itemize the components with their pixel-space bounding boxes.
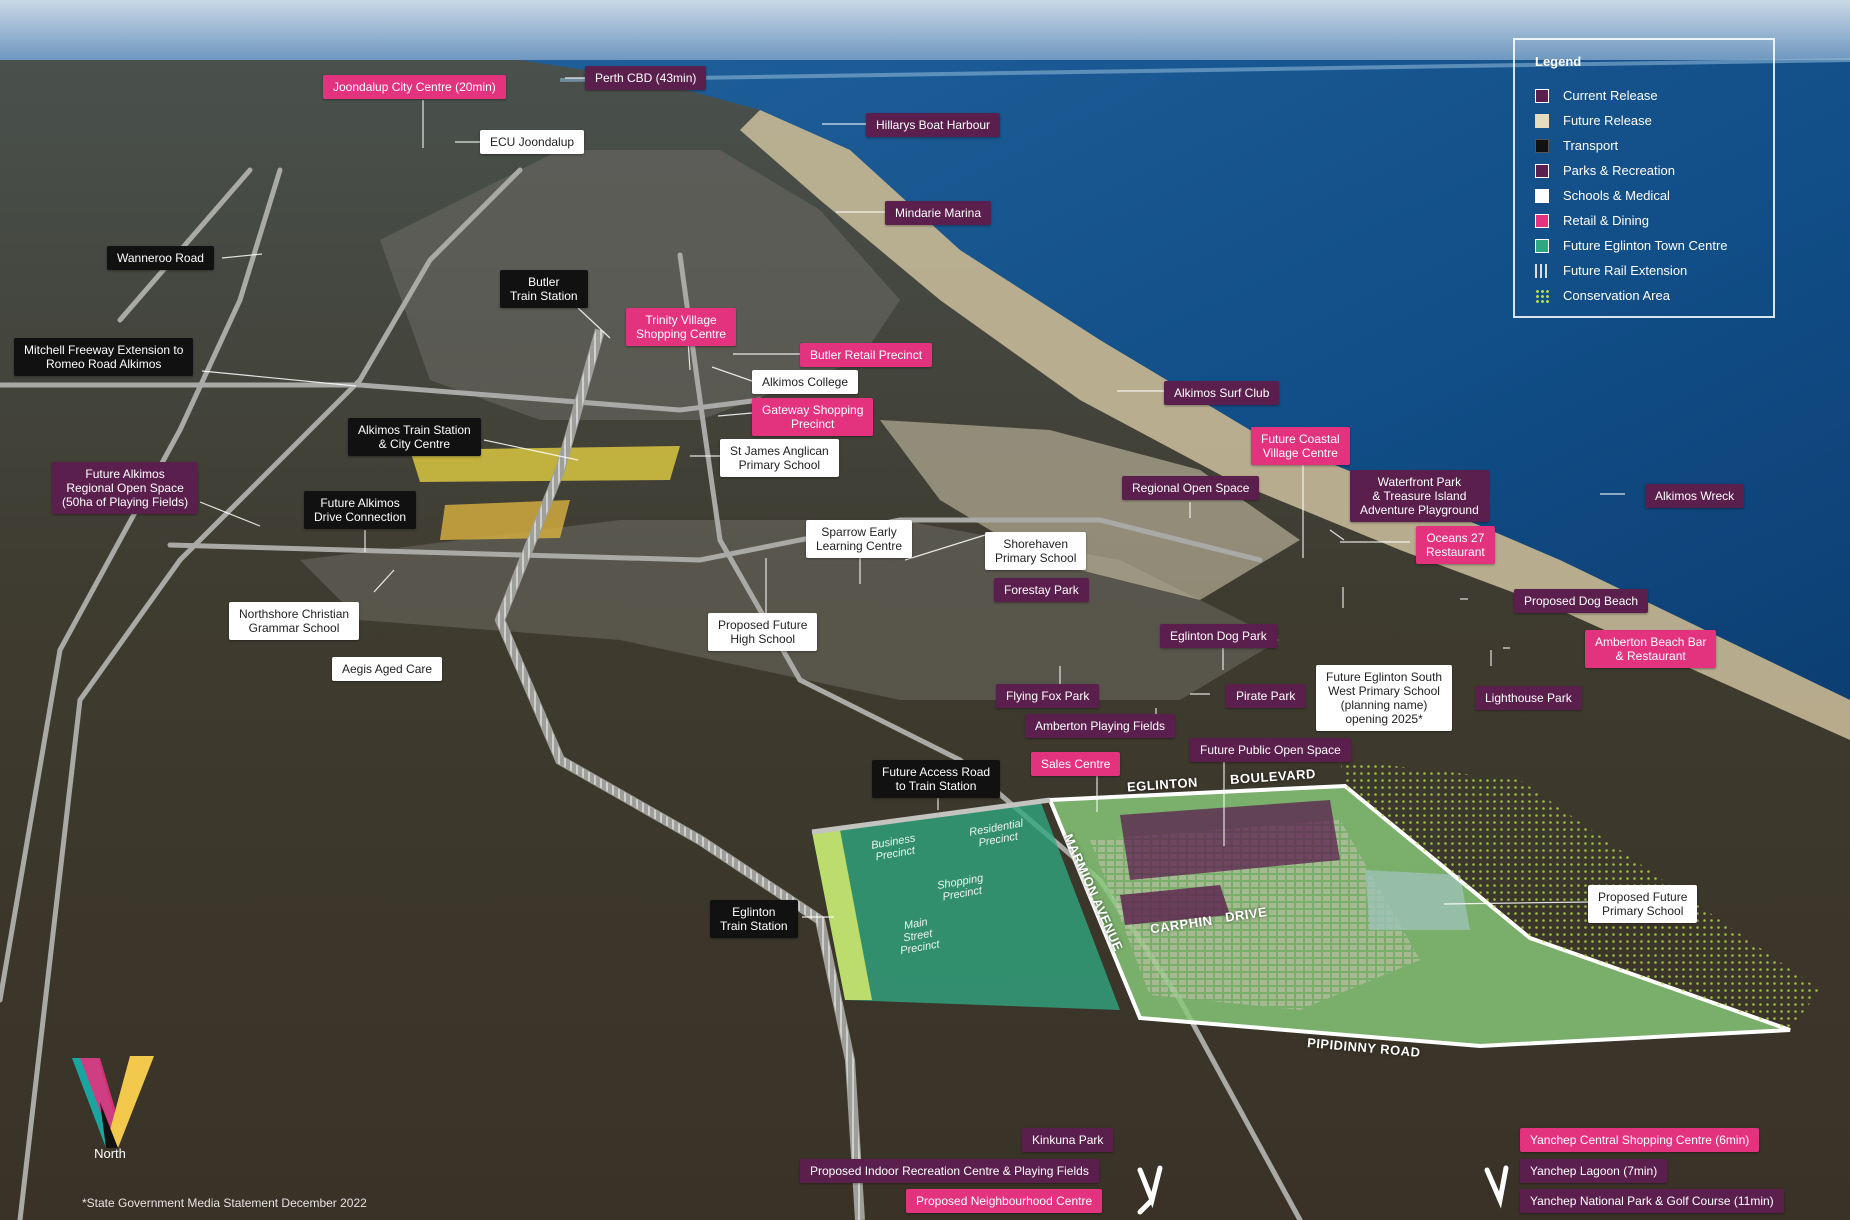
legend-swatch	[1535, 163, 1549, 178]
label-yanchep-central-shopping-centre: Yanchep Central Shopping Centre (6min)	[1520, 1128, 1760, 1152]
map-legend: Legend Current Release Future Release Tr…	[1513, 38, 1775, 318]
legend-item-current-release: Current Release	[1535, 83, 1773, 108]
label-wanneroo-road: Wanneroo Road	[107, 246, 214, 270]
label-eglinton-dog-park: Eglinton Dog Park	[1160, 624, 1277, 648]
brand-wordmark: North	[94, 1146, 126, 1161]
legend-swatch	[1535, 88, 1549, 103]
label-hillarys-boat-harbour: Hillarys Boat Harbour	[866, 113, 1001, 137]
label-perth-cbd: Perth CBD (43min)	[585, 66, 707, 90]
label-alkimos-wreck: Alkimos Wreck	[1645, 484, 1745, 508]
legend-item-parks-recreation: Parks & Recreation	[1535, 158, 1773, 183]
legend-item-future-release: Future Release	[1535, 108, 1773, 133]
rail-icon	[1535, 263, 1549, 278]
label-joondalup-city-centre: Joondalup City Centre (20min)	[323, 75, 506, 99]
label-kinkuna-park: Kinkuna Park	[1022, 1128, 1114, 1152]
label-mindarie-marina: Mindarie Marina	[885, 201, 992, 225]
legend-swatch	[1535, 138, 1549, 153]
legend-swatch	[1535, 113, 1549, 128]
legend-item-retail-dining: Retail & Dining	[1535, 208, 1773, 233]
label-amberton-playing-fields: Amberton Playing Fields	[1025, 714, 1176, 738]
legend-item-future-eglinton-town-centre: Future Eglinton Town Centre	[1535, 233, 1773, 258]
legend-title: Legend	[1535, 54, 1582, 69]
label-amberton-beach-bar: Amberton Beach Bar& Restaurant	[1585, 630, 1717, 668]
label-regional-open-space: Regional Open Space	[1122, 476, 1260, 500]
label-proposed-dog-beach: Proposed Dog Beach	[1514, 589, 1649, 613]
label-yanchep-lagoon: Yanchep Lagoon (7min)	[1520, 1159, 1668, 1183]
brand-logo-icon	[72, 1056, 154, 1148]
label-flying-fox-park: Flying Fox Park	[996, 684, 1100, 708]
label-proposed-neighbourhood-centre: Proposed Neighbourhood Centre	[906, 1189, 1103, 1213]
label-aegis-aged-care: Aegis Aged Care	[332, 657, 443, 681]
label-alkimos-college: Alkimos College	[752, 370, 859, 394]
label-proposed-indoor-recreation-centre: Proposed Indoor Recreation Centre & Play…	[800, 1159, 1099, 1183]
legend-swatch	[1535, 188, 1549, 203]
footnote: *State Government Media Statement Decemb…	[82, 1196, 367, 1210]
legend-item-conservation-area: Conservation Area	[1535, 283, 1773, 308]
label-alkimos-train-station: Alkimos Train Station& City Centre	[348, 418, 481, 456]
label-lighthouse-park: Lighthouse Park	[1475, 686, 1582, 710]
label-ecu-joondalup: ECU Joondalup	[480, 130, 585, 154]
legend-item-transport: Transport	[1535, 133, 1773, 158]
label-forestay-park: Forestay Park	[994, 578, 1089, 602]
label-pirate-park: Pirate Park	[1226, 684, 1306, 708]
dots-icon	[1535, 288, 1549, 303]
legend-swatch	[1535, 213, 1549, 228]
legend-item-schools-medical: Schools & Medical	[1535, 183, 1773, 208]
label-sales-centre: Sales Centre	[1031, 752, 1121, 776]
label-yanchep-national-park: Yanchep National Park & Golf Course (11m…	[1520, 1189, 1784, 1213]
legend-item-future-rail-extension: Future Rail Extension	[1535, 258, 1773, 283]
label-future-public-open-space: Future Public Open Space	[1190, 738, 1351, 762]
legend-swatch	[1535, 238, 1549, 253]
label-alkimos-surf-club: Alkimos Surf Club	[1164, 381, 1280, 405]
label-butler-retail-precinct: Butler Retail Precinct	[800, 343, 933, 367]
